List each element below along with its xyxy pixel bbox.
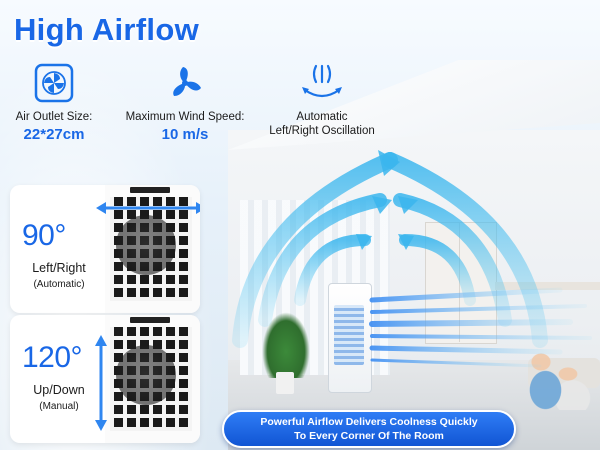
- feature-wind-speed: Maximum Wind Speed: 10 m/s: [112, 62, 258, 143]
- vertical-arrow-icon: [95, 335, 107, 431]
- plant-pot: [276, 372, 294, 394]
- family-on-floor: [505, 330, 595, 410]
- arrowhead-low-left: [356, 234, 372, 250]
- device-display: [130, 317, 170, 323]
- arrowhead-low-right: [398, 234, 414, 250]
- arrowhead-mid-right: [398, 196, 418, 214]
- airflow-arc-middle-right: [393, 193, 512, 327]
- oscillation-degree: 90°: [22, 219, 66, 252]
- air-outlet-icon: [34, 63, 74, 103]
- wind-streaks: [369, 287, 592, 368]
- tagline-banner: Powerful Airflow Delivers Coolness Quick…: [222, 410, 516, 448]
- device-fan-shadow: [116, 345, 176, 405]
- feature-label-line2: Left/Right Oscillation: [269, 125, 375, 138]
- oscillation-direction: Left/Right: [32, 261, 86, 275]
- fan-icon: [173, 67, 201, 96]
- device-display: [130, 187, 170, 193]
- oscillation-degree: 120°: [22, 341, 83, 374]
- airflow-arc-inner-right: [399, 234, 476, 306]
- feature-label: Maximum Wind Speed:: [125, 111, 245, 123]
- banner-line1: Powerful Airflow Delivers Coolness Quick…: [260, 415, 478, 428]
- arrowhead-mid-left: [372, 196, 392, 214]
- device-fan-shadow: [116, 215, 176, 275]
- oscillation-icon: [302, 64, 342, 98]
- horizontal-arrow-icon: [96, 202, 200, 214]
- airflow-arc-middle: [258, 193, 387, 327]
- feature-air-outlet: Air Outlet Size: 22*27cm: [6, 62, 102, 143]
- feature-oscillation: Automatic Left/Right Oscillation: [262, 62, 382, 139]
- airflow-arcs: [232, 152, 548, 348]
- oscillation-direction: Up/Down: [33, 383, 85, 397]
- air-cooler-grille: [334, 305, 364, 365]
- oscillation-panel-left-right: 90° Left/Right (Automatic): [10, 185, 200, 313]
- feature-value: 22*27cm: [23, 126, 85, 144]
- device-louver-grille: [110, 197, 192, 301]
- feature-label-line1: Automatic: [296, 111, 348, 123]
- feature-label: Air Outlet Size:: [15, 111, 93, 123]
- airflow-arc-outer: [232, 152, 398, 348]
- banner-line2: To Every Corner Of The Room: [294, 430, 444, 442]
- feature-value: 10 m/s: [161, 126, 209, 144]
- airflow-arc-inner: [294, 234, 371, 306]
- oscillation-mode: (Manual): [39, 401, 79, 412]
- shelf: [495, 282, 600, 290]
- airflow-arc-outer-right: [382, 152, 548, 348]
- oscillation-panel-up-down: 120° Up/Down (Manual): [10, 315, 200, 443]
- arrowhead-top: [378, 150, 400, 176]
- airflow-arrowheads: [356, 150, 418, 250]
- oscillation-mode: (Automatic): [33, 279, 85, 290]
- headline-title: High Airflow: [14, 12, 199, 47]
